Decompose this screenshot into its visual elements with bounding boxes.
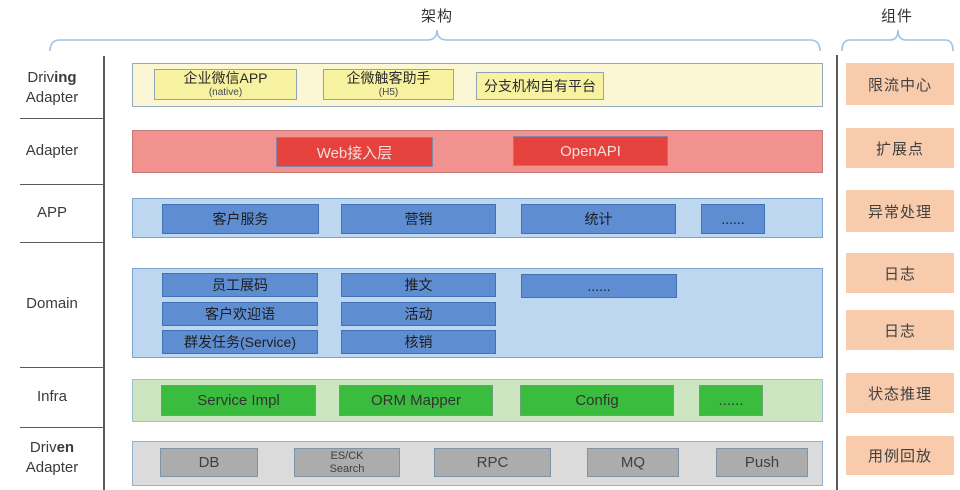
sidebar-label-domain: Domain (0, 242, 104, 367)
layer-row-app: 客户服务 营销 统计 ...... (132, 198, 823, 238)
sidebar-label-app: APP (0, 184, 104, 242)
box-config: Config (520, 385, 674, 416)
box-web-access-layer: Web接入层 (276, 137, 433, 167)
sidebar-separator (20, 427, 104, 428)
box-wecom-app: 企业微信APP (native) (154, 69, 297, 100)
layer-row-infra: Service Impl ORM Mapper Config ...... (132, 379, 823, 422)
sidebar-label-infra: Infra (0, 367, 104, 427)
box-infra-more: ...... (699, 385, 763, 416)
box-write-off: 核销 (341, 330, 496, 354)
box-openapi: OpenAPI (513, 136, 668, 166)
box-branch-platform: 分支机构自有平台 (476, 72, 604, 100)
component-use-case-replay: 用例回放 (846, 436, 954, 475)
box-customer-service: 客户服务 (162, 204, 319, 234)
sidebar-label-driven-adapter: Driven Adapter (0, 430, 104, 486)
box-db: DB (160, 448, 258, 477)
box-domain-more: ...... (521, 274, 677, 298)
sidebar-label-line1: Driving (27, 68, 77, 86)
box-mq: MQ (587, 448, 679, 477)
box-service-impl: Service Impl (161, 385, 316, 416)
components-brace (841, 29, 954, 52)
box-app-more: ...... (701, 204, 765, 234)
layer-row-adapter: Web接入层 OpenAPI (132, 130, 823, 173)
sidebar-label-line2: Adapter (25, 89, 79, 106)
components-divider-line (836, 55, 838, 490)
box-orm-mapper: ORM Mapper (339, 385, 493, 416)
box-wecom-assistant: 企微触客助手 (H5) (323, 69, 454, 100)
sidebar-separator (20, 118, 104, 119)
brace-overlay (49, 29, 954, 52)
architecture-title: 架构 (420, 7, 453, 25)
sidebar-label-line2: Adapter (25, 459, 79, 476)
box-rpc: RPC (434, 448, 551, 477)
layer-row-domain: 员工展码 客户欢迎语 群发任务(Service) 推文 活动 核销 ...... (132, 268, 823, 358)
sidebar-label-line1: Infra (36, 387, 67, 405)
sidebar-label-adapter: Adapter (0, 118, 104, 184)
components-title: 组件 (880, 7, 913, 25)
box-mass-task-service: 群发任务(Service) (162, 330, 318, 354)
sidebar-label-line1: Adapter (25, 141, 79, 159)
sidebar-separator (20, 242, 104, 243)
layer-row-driving-adapter: 企业微信APP (native) 企微触客助手 (H5) 分支机构自有平台 (132, 63, 823, 107)
box-activity: 活动 (341, 302, 496, 326)
box-es-ck-search: ES/CK Search (294, 448, 400, 477)
sidebar-vertical-line (103, 56, 105, 490)
component-log-1: 日志 (846, 253, 954, 293)
box-statistics: 统计 (521, 204, 676, 234)
architecture-brace (49, 29, 821, 52)
sidebar-separator (20, 367, 104, 368)
sidebar-separator (20, 184, 104, 185)
component-exception-handling: 异常处理 (846, 190, 954, 232)
layer-row-driven-adapter: DB ES/CK Search RPC MQ Push (132, 441, 823, 486)
box-marketing: 营销 (341, 204, 496, 234)
sidebar-label-line1: APP (36, 203, 67, 221)
box-push-article: 推文 (341, 273, 496, 297)
sidebar-label-line1: Domain (26, 295, 78, 313)
sidebar-label-line1: Driven (29, 438, 75, 456)
sidebar-label-driving-adapter: Driving Adapter (0, 58, 104, 118)
component-rate-limit-center: 限流中心 (846, 63, 954, 105)
box-customer-greeting: 客户欢迎语 (162, 302, 318, 326)
component-state-inference: 状态推理 (846, 373, 954, 413)
component-log-2: 日志 (846, 310, 954, 350)
box-employee-qr: 员工展码 (162, 273, 318, 297)
box-push: Push (716, 448, 808, 477)
component-extension-point: 扩展点 (846, 128, 954, 168)
